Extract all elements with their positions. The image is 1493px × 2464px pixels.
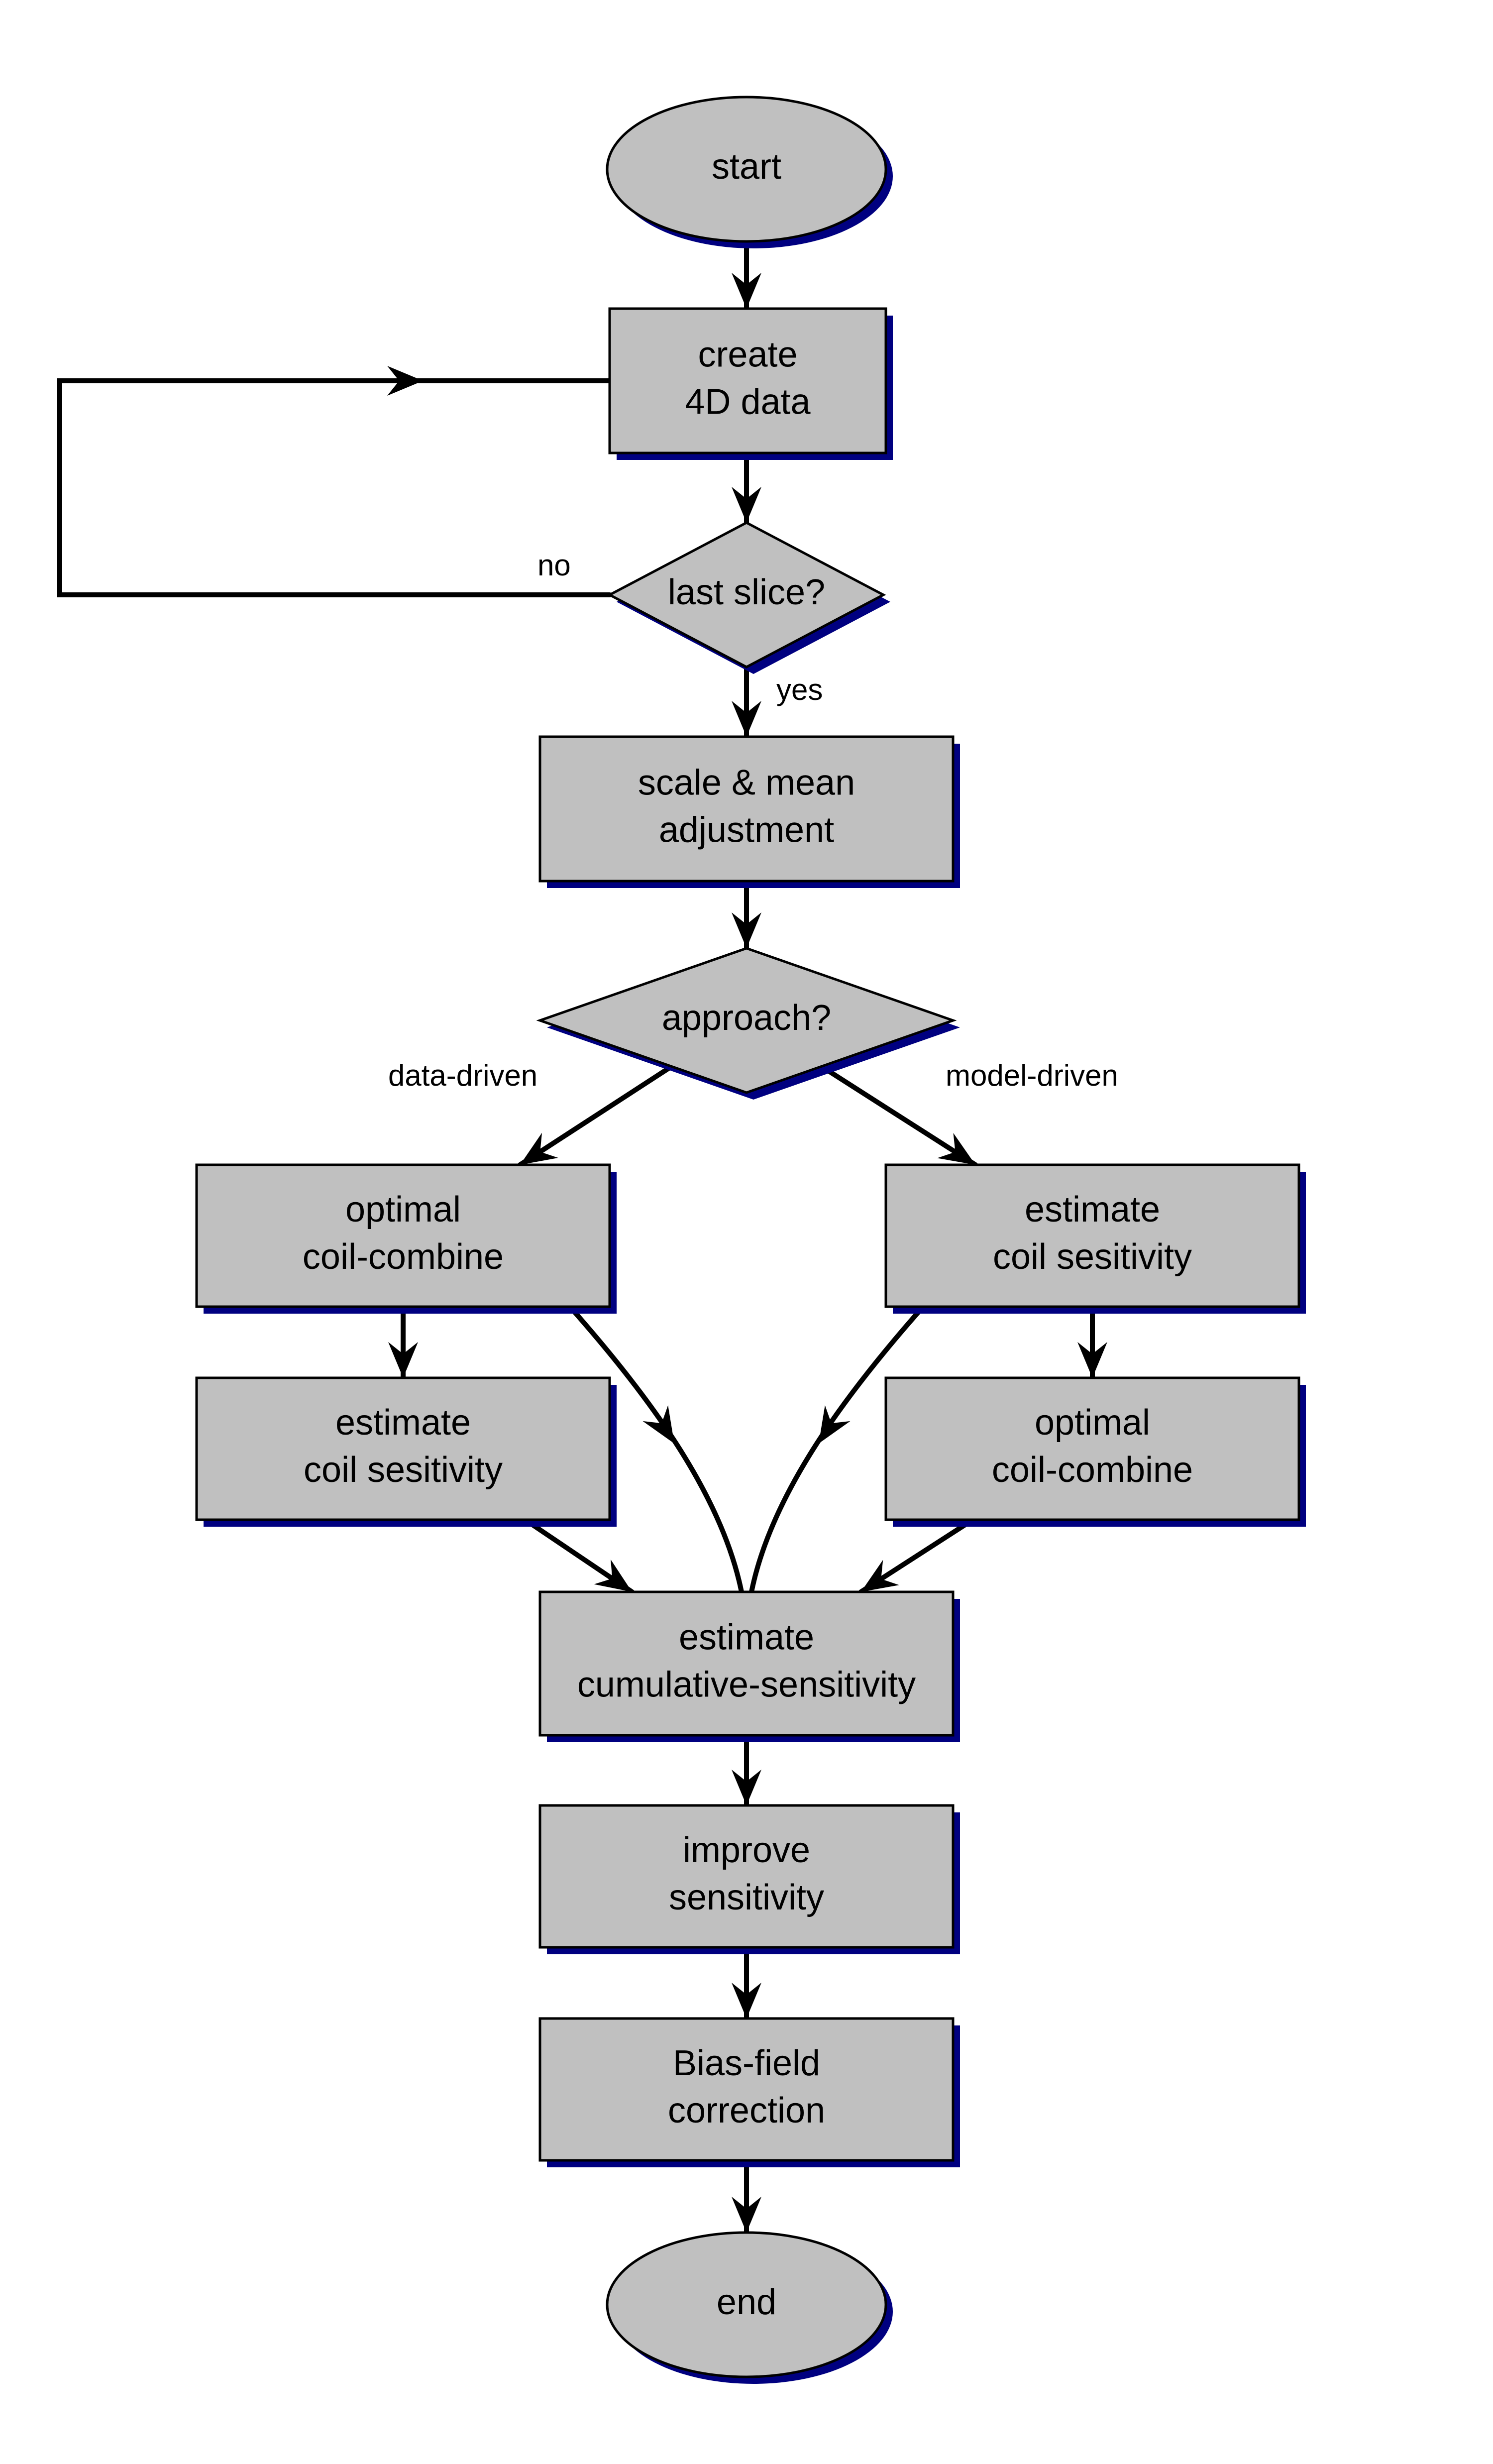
node-improve: improve sensitivity xyxy=(538,1804,960,1954)
process-box xyxy=(608,307,887,454)
node-create: create 4D data xyxy=(608,307,893,460)
node-label: start xyxy=(712,147,781,187)
edge-cumulative-to-improve-arrow-head xyxy=(732,1770,761,1805)
edge-approach-to-optimal-left-arrow-head xyxy=(520,1132,558,1165)
edge-improve-to-bias-arrow-head xyxy=(732,1983,761,2018)
edges-layer xyxy=(57,239,1107,2235)
node-label: estimate xyxy=(1025,1190,1160,1230)
node-label: end xyxy=(717,2282,776,2322)
process-box xyxy=(195,1163,611,1308)
node-label: estimate xyxy=(679,1618,814,1658)
edge-optimal-left-to-cumulative-arrow-head xyxy=(642,1405,674,1444)
edge-loop-no-arrow-head xyxy=(387,366,423,396)
edge-estimate-left-to-cumulative-arrow-head xyxy=(594,1559,632,1592)
edge-approach-to-estimate-right-arrow-head xyxy=(937,1132,975,1165)
node-label: 4D data xyxy=(685,382,811,422)
node-label: Bias-field xyxy=(673,2043,820,2083)
terminal-ellipse xyxy=(606,2231,887,2378)
edge-label-yes: yes xyxy=(776,673,823,706)
edge-optimal-left-to-estimate-left-arrow-head xyxy=(388,1342,418,1378)
edge-create-to-last-slice-arrow-head xyxy=(732,487,761,523)
edge-labels-layer: no yes data-driven model-driven xyxy=(388,549,1118,1092)
node-end: end xyxy=(606,2231,893,2384)
edge-scale-to-approach-arrow-head xyxy=(732,912,761,948)
decision-diamond xyxy=(536,947,957,1094)
node-label: correction xyxy=(668,2091,825,2130)
edge-estimate-right-to-cumulative-arrow-head xyxy=(819,1405,851,1444)
node-optimal-right: optimal coil-combine xyxy=(884,1376,1306,1527)
process-box xyxy=(538,1590,955,1737)
decision-diamond xyxy=(607,521,886,669)
edge-estimate-right-to-cumulative xyxy=(749,1304,926,1594)
edge-optimal-left-to-cumulative xyxy=(567,1304,744,1594)
node-label: coil-combine xyxy=(303,1237,504,1277)
edge-optimal-right-to-cumulative-arrow-head xyxy=(861,1560,899,1592)
process-box xyxy=(884,1376,1300,1521)
node-bias: Bias-field correction xyxy=(538,2017,960,2167)
edge-bias-to-end-arrow-head xyxy=(732,2197,761,2233)
node-start: start xyxy=(606,96,893,248)
edge-start-to-create-arrow-head xyxy=(732,273,761,309)
node-scale: scale & mean adjustment xyxy=(538,735,960,888)
node-last-slice: last slice? xyxy=(607,521,890,674)
node-label: improve xyxy=(683,1830,810,1870)
node-estimate-right: estimate coil sesitivity xyxy=(884,1163,1306,1314)
node-estimate-left: estimate coil sesitivity xyxy=(195,1376,617,1527)
edge-label-data-driven: data-driven xyxy=(388,1059,537,1092)
process-box xyxy=(195,1376,611,1521)
edge-approach-to-optimal-left xyxy=(518,1064,674,1167)
terminal-ellipse xyxy=(606,96,887,243)
edge-approach-to-estimate-right xyxy=(819,1064,978,1167)
node-label: approach? xyxy=(662,998,831,1038)
process-box xyxy=(884,1163,1300,1308)
node-label: scale & mean xyxy=(638,763,855,803)
process-box xyxy=(538,2017,955,2162)
process-box xyxy=(538,735,955,883)
edge-label-model-driven: model-driven xyxy=(946,1059,1118,1092)
node-label: coil-combine xyxy=(992,1450,1193,1490)
node-approach: approach? xyxy=(536,947,960,1100)
node-label: create xyxy=(698,335,797,375)
node-label: optimal xyxy=(345,1190,461,1230)
node-label: adjustment xyxy=(659,810,834,850)
edge-label-no: no xyxy=(537,549,571,582)
node-label: sensitivity xyxy=(669,1878,824,1917)
nodes-layer: start create 4D data last slice? scale & mea… xyxy=(195,96,1306,2384)
node-label: optimal xyxy=(1035,1403,1150,1443)
process-box xyxy=(538,1804,955,1949)
node-label: estimate xyxy=(335,1403,471,1443)
node-label: coil sesitivity xyxy=(993,1237,1192,1277)
edge-estimate-right-to-optimal-right-arrow-head xyxy=(1077,1342,1107,1378)
node-label: cumulative-sensitivity xyxy=(577,1665,916,1705)
node-label: last slice? xyxy=(668,572,825,612)
node-label: coil sesitivity xyxy=(304,1450,503,1490)
node-cumulative: estimate cumulative-sensitivity xyxy=(538,1590,960,1742)
edge-loop-no xyxy=(57,378,612,597)
edge-last-slice-to-scale-arrow-head xyxy=(732,701,761,737)
node-optimal-left: optimal coil-combine xyxy=(195,1163,617,1314)
